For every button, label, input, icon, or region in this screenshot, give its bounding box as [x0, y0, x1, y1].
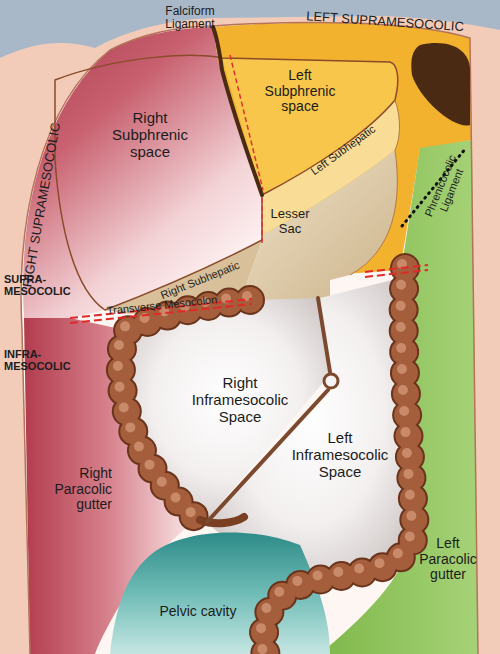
region-name: Left Inframesocolic Space: [280, 430, 400, 480]
ligament-label: Falciform Ligament: [145, 5, 235, 32]
region-name: Left Subphrenic space: [255, 68, 345, 115]
level-label: INFRA-MESOCOLIC: [4, 348, 76, 373]
region-name: Right Paracolic gutter: [32, 466, 112, 513]
level-label: SUPRA-MESOCOLIC: [4, 273, 76, 298]
region-name: Left Paracolic gutter: [416, 536, 480, 583]
region-fill: [240, 150, 397, 302]
region-shape: [104, 518, 336, 654]
region-fill: [110, 532, 330, 654]
region-name: Lesser Sac: [260, 207, 320, 236]
pelvic-cavity: Pelvic cavity: [104, 518, 336, 654]
region-name: Right Inframesocolic Space: [180, 375, 300, 425]
paracolic-gutter: Left Paracolic gutter: [312, 132, 482, 654]
region-name: Pelvic cavity: [153, 604, 243, 620]
region-name: Right Subphrenic space: [95, 110, 205, 160]
cavity-outline: [21, 22, 478, 654]
peritoneal-cavity: [21, 22, 478, 654]
